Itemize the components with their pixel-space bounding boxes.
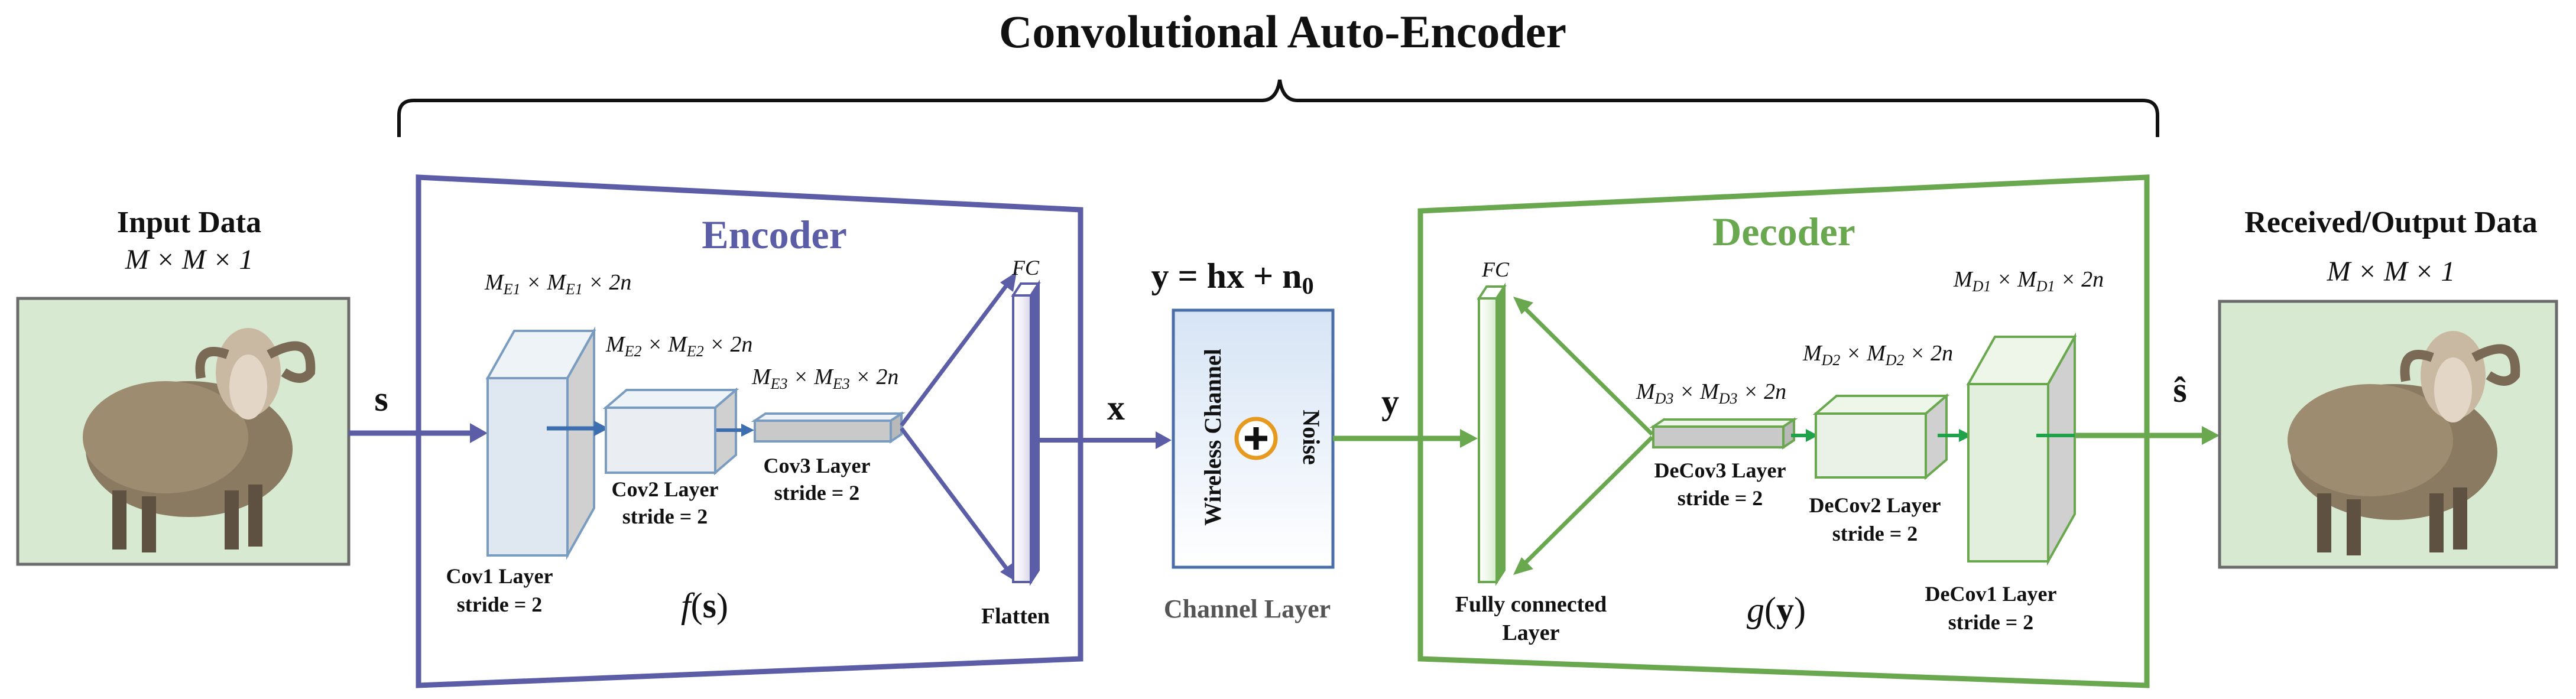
reshape-arrow-down — [1522, 435, 1654, 566]
cov1-block — [485, 326, 596, 560]
signal-x: x — [1107, 388, 1125, 427]
y-arrowhead — [1460, 429, 1478, 448]
decoder-box — [1417, 174, 2150, 688]
decov1-stride: stride = 2 — [1948, 610, 2034, 634]
decov1-label: DeCov1 Layer — [1925, 582, 2057, 606]
reshape-arrowhead-up — [1513, 297, 1533, 314]
cov2-label: Cov2 Layer — [612, 477, 719, 501]
flatten-arrow-up — [900, 282, 1010, 427]
fc-layer-label-2: Layer — [1502, 620, 1559, 645]
sheep-icon — [2288, 331, 2520, 555]
cov3-label: Cov3 Layer — [764, 454, 871, 477]
enc-dim-2: ME2 × ME2 × 2n — [605, 332, 752, 360]
flatten-label: Flatten — [981, 604, 1050, 629]
cov3-block — [751, 411, 906, 444]
channel-equation: y = hx + n0 — [1151, 256, 1313, 299]
decov3-block — [1649, 417, 1798, 450]
top-brace — [397, 79, 2159, 137]
reshape-arrow-up — [1522, 305, 1654, 436]
diagram-title: Convolutional Auto-Encoder — [999, 6, 1566, 57]
signal-s-hat: ŝ — [2173, 370, 2186, 409]
x-arrowhead — [1156, 431, 1172, 449]
output-arrowhead — [2202, 426, 2220, 445]
cov1-stride: stride = 2 — [457, 593, 543, 616]
cov1-label: Cov1 Layer — [446, 564, 553, 588]
signal-y: y — [1381, 382, 1399, 421]
decoder-function: g(y) — [1747, 590, 1806, 629]
encoder-fc-label: FC — [1011, 256, 1040, 279]
enc-arrowhead-1 — [594, 421, 609, 436]
encoder-title: Encoder — [702, 212, 847, 257]
enc-arrowhead-2 — [741, 424, 754, 437]
sheep-icon — [83, 328, 316, 552]
input-arrowhead — [470, 423, 488, 443]
decov3-stride: stride = 2 — [1678, 486, 1763, 510]
fc-layer-label-1: Fully connected — [1455, 592, 1607, 617]
signal-s: s — [374, 379, 388, 418]
decov1-block — [1966, 332, 2077, 566]
dec-dim-3: MD3 × MD3 × 2n — [1636, 379, 1786, 407]
encoder-fc-layer — [1011, 279, 1041, 586]
decov2-label: DeCov2 Layer — [1809, 493, 1941, 517]
dec-dim-1: MD1 × MD1 × 2n — [1953, 267, 2104, 295]
decoder-fc-layer — [1477, 282, 1507, 586]
dec-arrowhead-2 — [1959, 429, 1972, 442]
output-label: Received/Output Data — [2244, 206, 2537, 239]
reshape-arrowhead-down — [1513, 557, 1533, 575]
input-label: Input Data — [117, 206, 261, 239]
cov2-stride: stride = 2 — [622, 505, 708, 528]
enc-dim-3: ME3 × ME3 × 2n — [751, 365, 898, 392]
decoder-title: Decoder — [1712, 209, 1855, 254]
encoder-box — [416, 174, 1083, 688]
decoder-fc-label: FC — [1481, 258, 1510, 281]
channel-box-text: Wireless Channel — [1199, 349, 1226, 526]
input-dims: M × M × 1 — [125, 244, 254, 275]
encoder-function: f(s) — [681, 586, 728, 625]
output-image — [2218, 300, 2558, 569]
decov3-label: DeCov3 Layer — [1654, 459, 1786, 482]
dec-dim-2: MD2 × MD2 × 2n — [1802, 341, 1953, 369]
flatten-arrow-down — [900, 427, 1010, 572]
cov3-stride: stride = 2 — [774, 481, 860, 505]
dec-arrowhead-1 — [1806, 429, 1818, 442]
input-image — [16, 297, 351, 566]
noise-text: Noise — [1298, 409, 1325, 464]
add-noise-icon — [1234, 417, 1278, 460]
flatten-arrowhead-up — [1000, 272, 1017, 292]
output-dims: M × M × 1 — [2327, 256, 2455, 287]
enc-dim-1: ME1 × ME1 × 2n — [484, 270, 631, 298]
decov2-stride: stride = 2 — [1832, 522, 1918, 545]
decov2-block — [1812, 393, 1950, 480]
channel-label: Channel Layer — [1164, 594, 1331, 623]
